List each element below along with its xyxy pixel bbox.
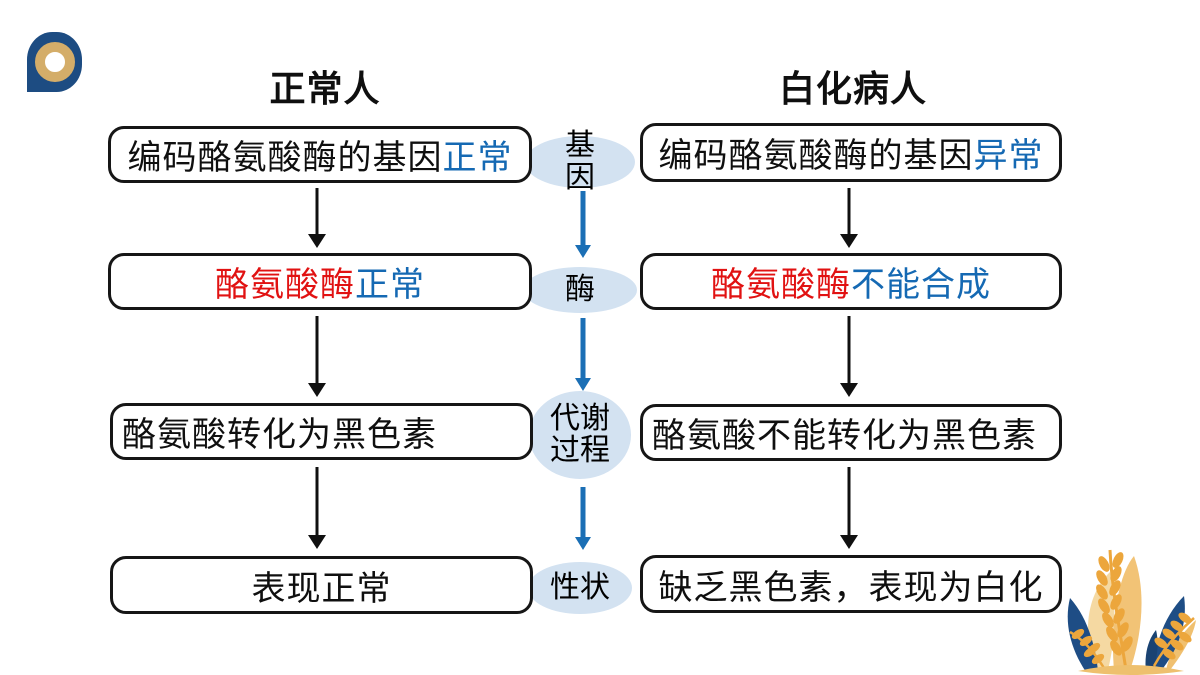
brand-logo-icon [27,32,82,92]
box-text-red: 酪氨酸酶 [711,266,851,304]
stage-ellipse-gene: 基因 [525,129,635,194]
box-text-red: 酪氨酸酶 [215,266,355,304]
box-right-enzyme: 酪氨酸酶不能合成 [640,253,1062,310]
box-text-black: 缺乏黑色素，表现为白化 [658,568,1044,607]
box-text-black: 酪氨酸转化为黑色素 [122,416,437,454]
box-left-metabolism: 酪氨酸转化为黑色素 [110,403,533,460]
stage-ellipse-phenotype: 性状 [528,562,632,614]
stage-ellipse-metabolism: 代谢过程 [529,391,631,479]
box-text-black: 酪氨酸不能转化为黑色素 [652,417,1037,455]
stage-label-gene: 基因 [565,128,595,194]
box-left-gene: 编码酪氨酸酶的基因正常 [108,126,532,183]
plant-leaves-icon [1067,549,1196,675]
arrow-down-icon [308,467,326,549]
box-left-enzyme: 酪氨酸酶正常 [108,253,532,310]
stage-label-metabolism: 代谢过程 [550,401,610,467]
column-header-albino: 白化病人 [778,68,927,109]
box-text-black: 编码酪氨酸酶的基因 [127,139,443,177]
box-text-blue: 正常 [355,266,425,304]
stage-ellipse-enzyme: 酶 [523,267,637,313]
arrow-down-icon [840,467,858,549]
box-left-phenotype: 表现正常 [110,556,533,614]
arrow-down-blue-icon [574,487,592,550]
box-text-blue: 异常 [973,137,1044,175]
arrow-down-icon [840,188,858,248]
logo-ring-icon [35,42,75,82]
box-text-black: 表现正常 [251,569,392,608]
arrow-down-blue-icon [574,191,592,258]
box-right-gene: 编码酪氨酸酶的基因异常 [640,123,1062,182]
arrow-down-blue-icon [574,318,592,391]
box-text-blue: 不能合成 [851,266,991,304]
arrow-down-icon [308,188,326,248]
box-text-black: 编码酪氨酸酶的基因 [658,137,974,175]
stage-label-enzyme: 酶 [565,272,595,306]
stage-label-phenotype: 性状 [550,570,610,604]
arrow-down-icon [308,316,326,397]
box-right-metabolism: 酪氨酸不能转化为黑色素 [640,404,1062,461]
column-header-normal: 正常人 [269,68,381,109]
arrow-down-icon [840,316,858,397]
box-right-phenotype: 缺乏黑色素，表现为白化 [640,555,1062,613]
box-text-blue: 正常 [442,139,513,177]
